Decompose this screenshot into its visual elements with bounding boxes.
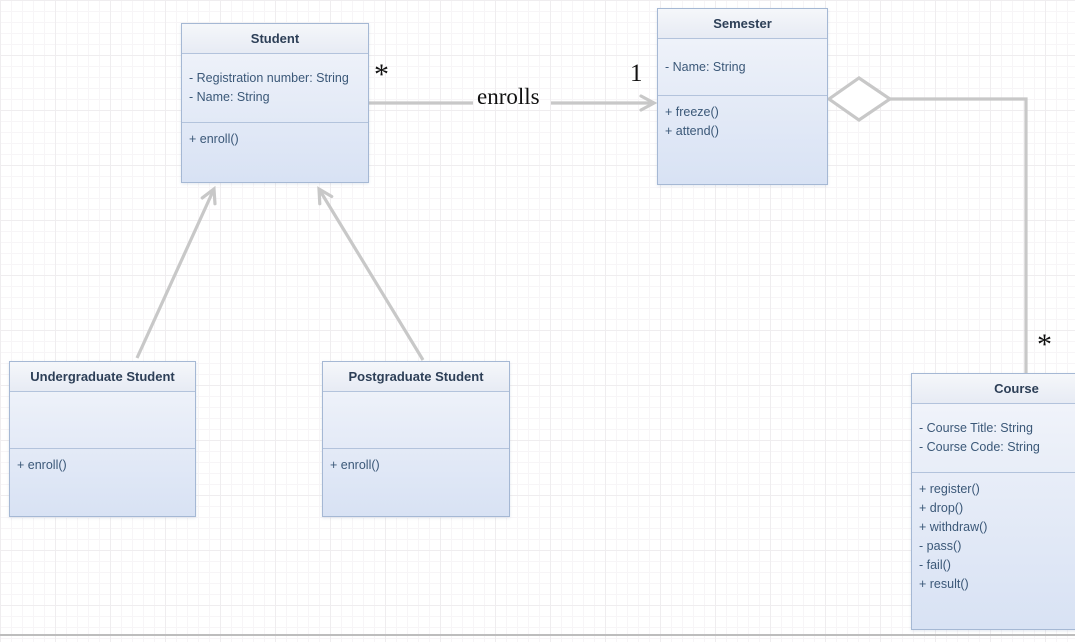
association-label-enrolls: enrolls [477, 84, 540, 109]
method: + enroll() [330, 458, 380, 472]
attributes-compartment [323, 392, 509, 449]
class-title: Course [912, 374, 1075, 404]
class-semester[interactable]: Semester - Name: String + freeze() + att… [657, 8, 828, 185]
method: - pass() [919, 539, 962, 553]
attributes-compartment: - Course Title: String - Course Code: St… [912, 404, 1075, 473]
class-course[interactable]: Course - Course Title: String - Course C… [911, 373, 1075, 630]
attributes-compartment [10, 392, 195, 449]
multiplicity-student-end: * [374, 58, 389, 91]
generalization-postgraduate-student [317, 186, 425, 361]
class-postgraduate-student[interactable]: Postgraduate Student + enroll() [322, 361, 510, 517]
attribute: - Name: String [665, 59, 746, 74]
class-student[interactable]: Student - Registration number: String - … [181, 23, 369, 183]
class-title: Postgraduate Student [323, 362, 509, 392]
class-title: Undergraduate Student [10, 362, 195, 392]
methods-compartment: + register() + drop() + withdraw() - pas… [912, 473, 1075, 629]
attributes-compartment: - Name: String [658, 39, 827, 96]
method: + register() [919, 482, 980, 496]
method: + withdraw() [919, 520, 988, 534]
attribute: - Course Title: String [919, 421, 1033, 435]
method: + freeze() [665, 105, 719, 119]
aggregation-diamond-icon [826, 76, 893, 122]
attribute: - Course Code: String [919, 440, 1040, 454]
method: - fail() [919, 558, 951, 572]
class-title: Semester [658, 9, 827, 39]
attribute: - Registration number: String [189, 71, 349, 85]
attributes-compartment: - Registration number: String - Name: St… [182, 54, 368, 123]
method: + result() [919, 577, 969, 591]
class-title: Student [182, 24, 368, 54]
multiplicity-semester-end: 1 [630, 60, 643, 87]
class-undergraduate-student[interactable]: Undergraduate Student + enroll() [9, 361, 196, 517]
method: + enroll() [17, 458, 67, 472]
multiplicity-course-end: * [1037, 328, 1052, 361]
method: + drop() [919, 501, 964, 515]
methods-compartment: + enroll() [182, 123, 368, 182]
method: + attend() [665, 124, 719, 138]
methods-compartment: + freeze() + attend() [658, 96, 827, 184]
method: + enroll() [189, 132, 239, 146]
generalization-undergraduate-student [135, 185, 217, 359]
aggregation-semester-course [826, 76, 1028, 374]
canvas-bottom-edge [0, 634, 1075, 636]
attribute: - Name: String [189, 90, 270, 104]
methods-compartment: + enroll() [10, 449, 195, 516]
methods-compartment: + enroll() [323, 449, 509, 516]
